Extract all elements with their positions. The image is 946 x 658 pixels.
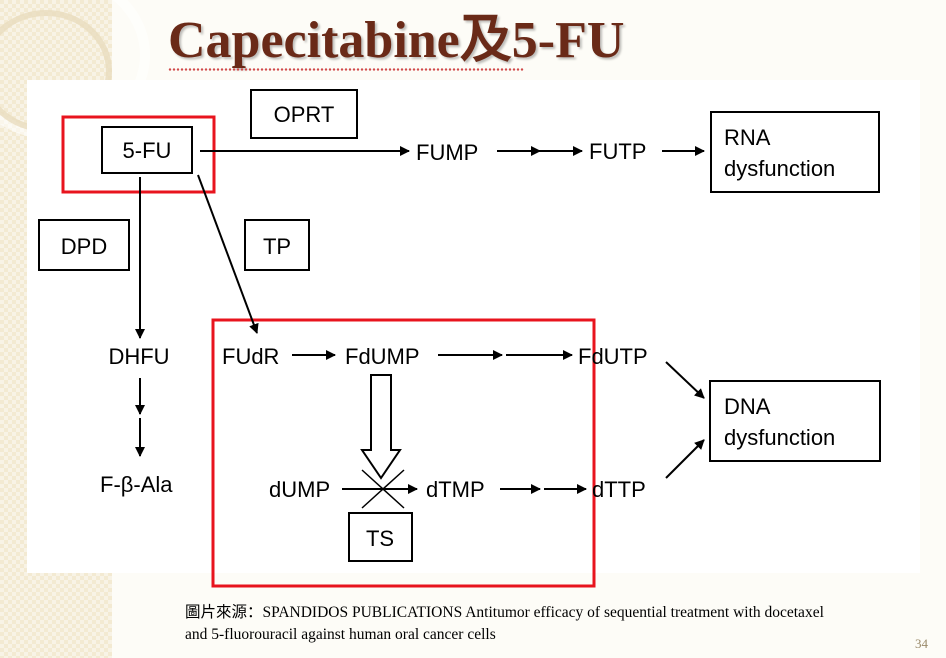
label-tp: TP [263, 234, 291, 259]
label-dhfu: DHFU [108, 344, 169, 369]
label-rna-line2: dysfunction [724, 156, 835, 181]
label-fdump: FdUMP [345, 344, 420, 369]
ts-box [348, 512, 413, 562]
label-ts: TS [366, 526, 394, 551]
label-rna-line1: RNA [724, 125, 771, 150]
label-dump: dUMP [269, 477, 330, 502]
arrow-5fu-to-fudr [197, 174, 259, 334]
image-source-caption: 圖片來源：SPANDIDOS PUBLICATIONS Antitumor ef… [185, 602, 825, 646]
dpd-box [38, 219, 130, 271]
caption-text: SPANDIDOS PUBLICATIONS Antitumor efficac… [185, 604, 824, 643]
dna-box [709, 380, 881, 462]
label-dna-line2: dysfunction [724, 425, 835, 450]
rna-box [710, 111, 880, 193]
oprt-box [250, 89, 358, 139]
label-oprt: OPRT [274, 102, 335, 127]
fudr-pathway-highlight-box [211, 318, 596, 588]
page-number: 34 [915, 636, 928, 651]
label-dttp: dTTP [592, 477, 646, 502]
label-dna-line1: DNA [724, 394, 771, 419]
fu5-highlight-box [61, 115, 216, 194]
label-dtmp: dTMP [426, 477, 485, 502]
label-futp: FUTP [589, 139, 646, 164]
inhibition-hollow-arrow [360, 374, 402, 480]
label-dpd: DPD [61, 234, 107, 259]
spellcheck-underline [168, 68, 524, 71]
label-fudr: FUdR [222, 344, 279, 369]
caption-prefix: 圖片來源： [185, 604, 263, 621]
tp-box [244, 219, 310, 271]
arrow-fdutp-to-dna [665, 361, 705, 399]
label-5fu: 5-FU [123, 138, 172, 163]
inhibition-cross-line-2 [361, 469, 405, 509]
slide-title: Capecitabine及5-FU [168, 12, 625, 69]
arrow-dttp-to-dna [665, 439, 705, 479]
label-f-beta-ala: F-β-Ala [100, 472, 173, 497]
fu5-box [101, 126, 193, 174]
label-fump: FUMP [416, 140, 478, 165]
label-fdutp: FdUTP [578, 344, 648, 369]
